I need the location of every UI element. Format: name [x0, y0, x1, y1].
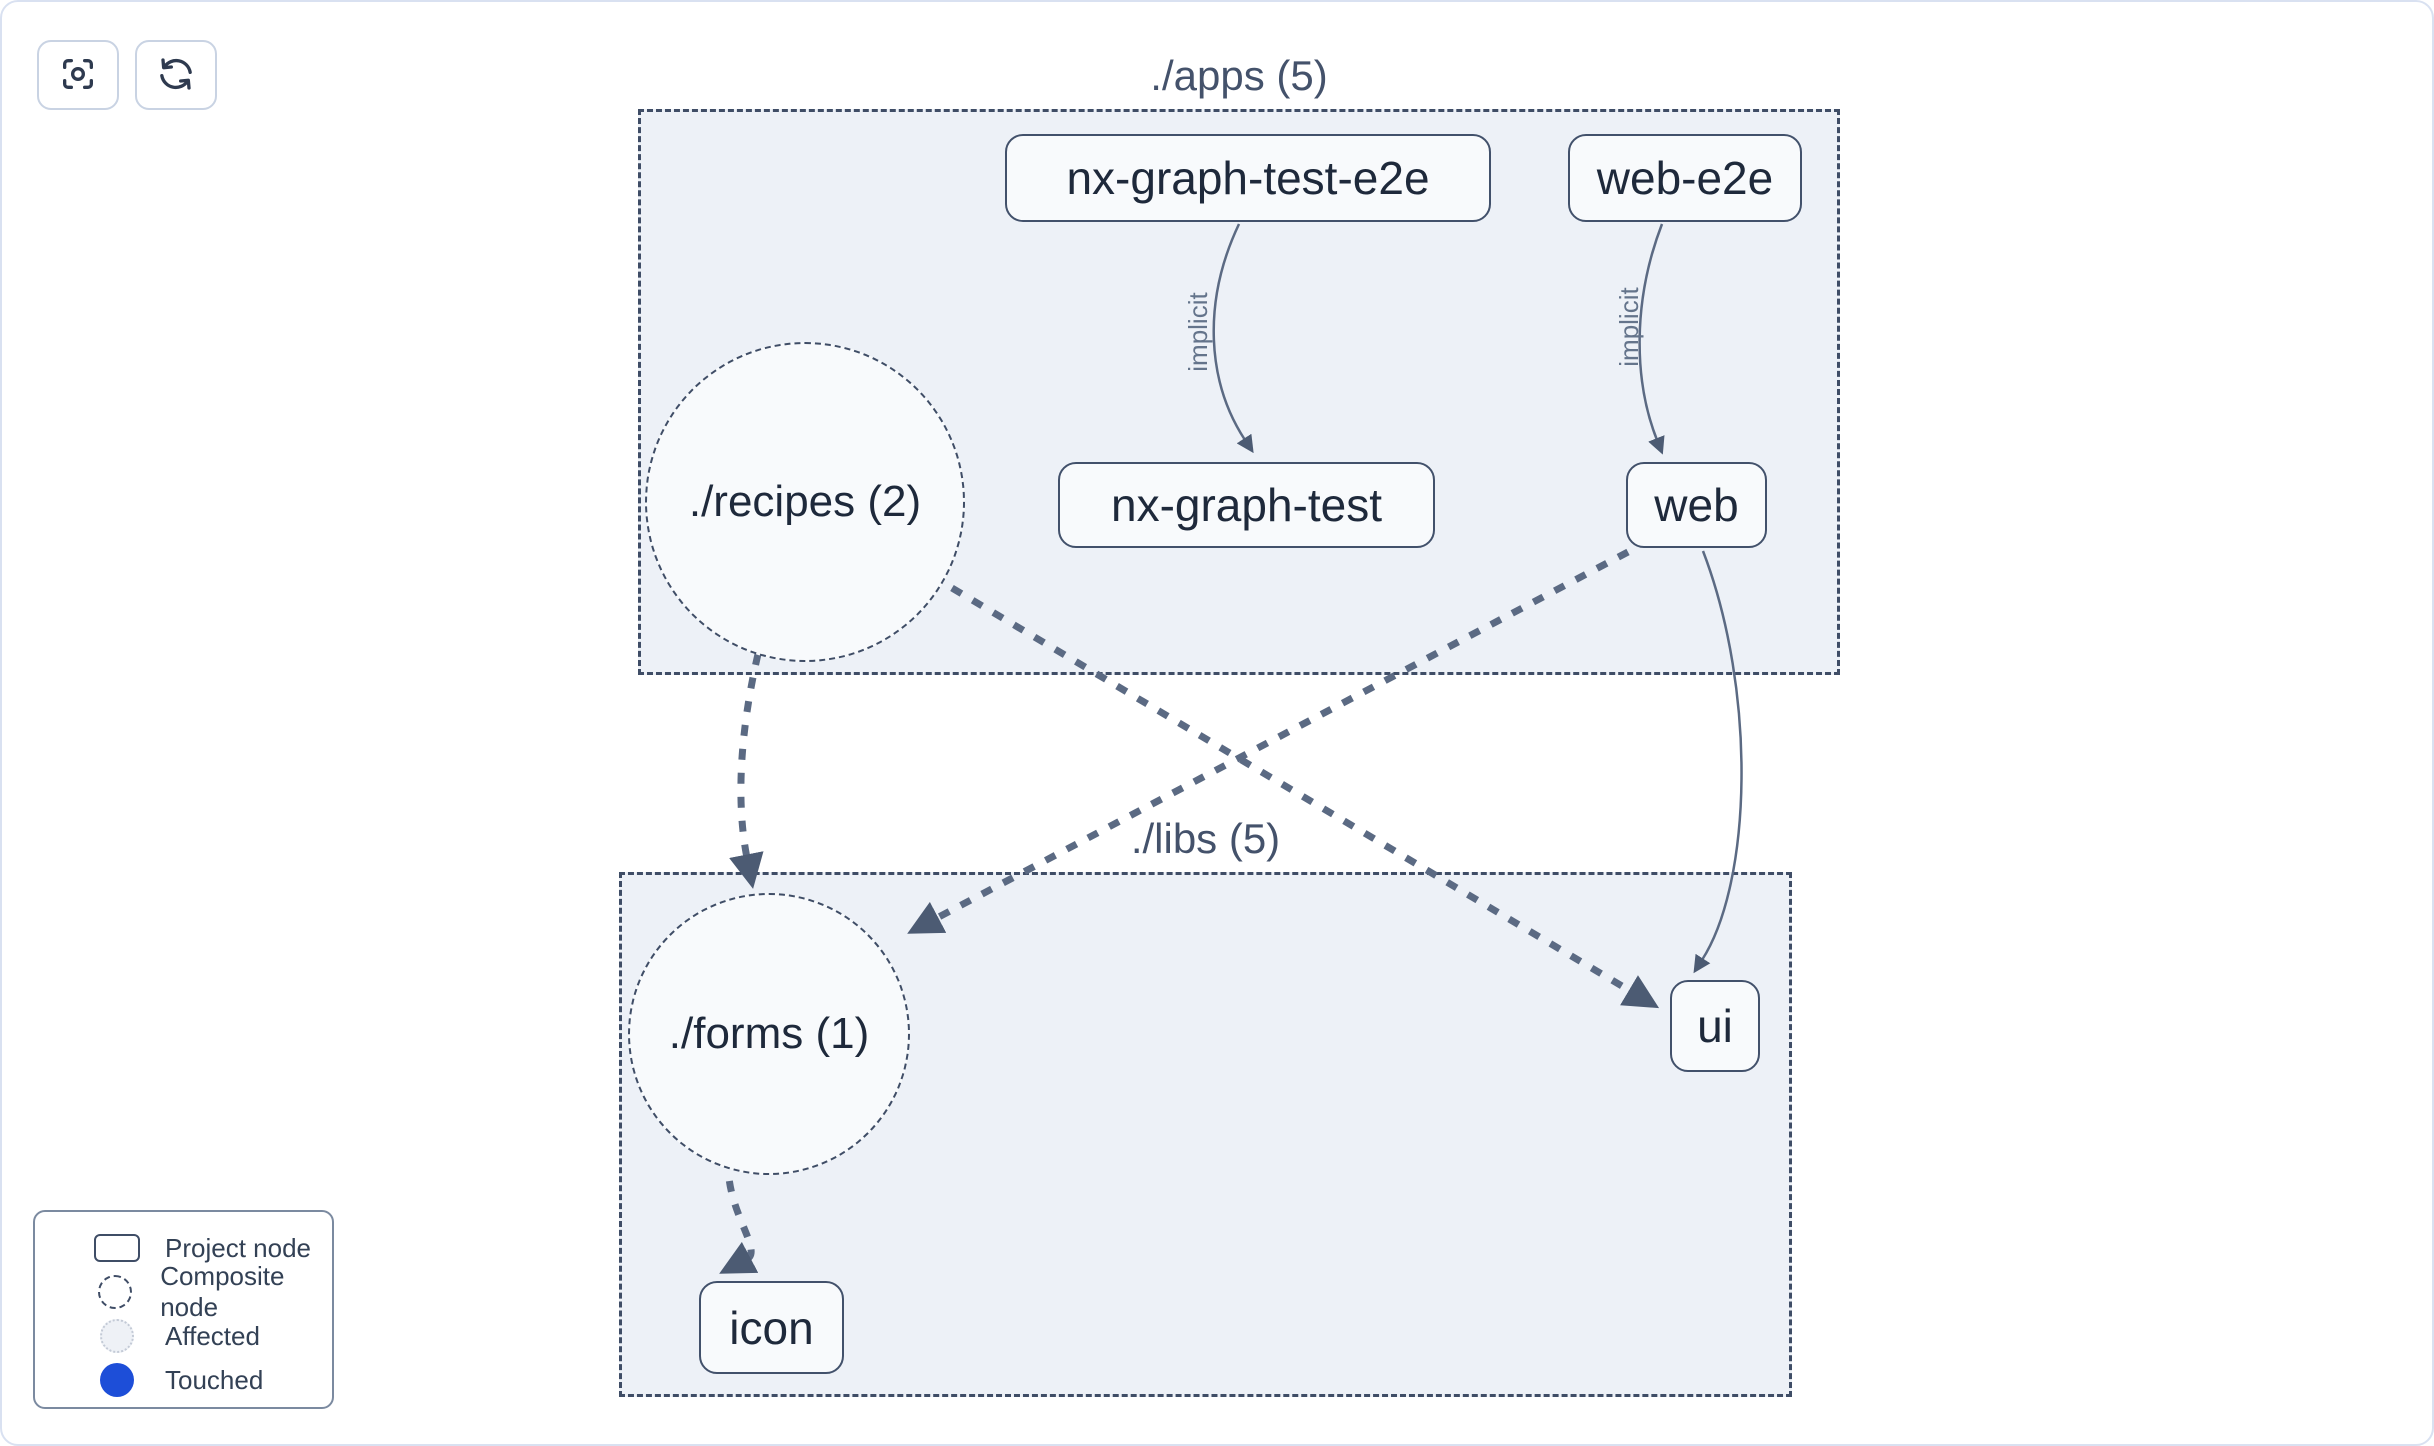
project-node-web-e2e[interactable]: web-e2e — [1568, 134, 1802, 222]
project-node-web[interactable]: web — [1626, 462, 1767, 548]
legend-panel: Project node Composite node Affected Tou… — [33, 1210, 334, 1409]
project-node-icon[interactable]: icon — [699, 1281, 844, 1374]
focus-icon — [58, 54, 98, 97]
composite-node-swatch — [91, 1275, 138, 1309]
graph-toolbar — [37, 40, 217, 110]
edge-web-e2e-to-web[interactable] — [1638, 223, 1665, 455]
edge-web-to-ui[interactable] — [1693, 550, 1743, 974]
composite-node-forms[interactable]: ./forms (1) — [628, 893, 910, 1175]
touched-swatch — [91, 1363, 143, 1397]
legend-label: Affected — [165, 1320, 260, 1351]
project-node-icon-label: icon — [729, 1301, 814, 1354]
edge-web-to-forms[interactable] — [907, 548, 1630, 934]
legend-label: Touched — [165, 1364, 264, 1395]
project-node-swatch — [91, 1234, 143, 1262]
group-libs-label: ./libs (5) — [1130, 815, 1281, 862]
edge-label-implicit-1: implicit — [1183, 292, 1213, 372]
project-node-web-label: web — [1654, 479, 1739, 531]
legend-label: Project node — [165, 1232, 311, 1263]
edge-recipes-to-ui[interactable] — [950, 584, 1660, 1009]
affected-swatch — [91, 1319, 143, 1353]
refresh-icon — [156, 54, 196, 97]
legend-item-composite-node: Composite node — [35, 1261, 332, 1322]
project-node-nx-graph-test[interactable]: nx-graph-test — [1058, 462, 1435, 548]
legend-label: Composite node — [160, 1261, 285, 1322]
project-node-nx-graph-test-e2e-label: nx-graph-test-e2e — [1066, 152, 1430, 204]
project-node-web-e2e-label: web-e2e — [1596, 152, 1774, 204]
edge-label-implicit-2: implicit — [1614, 287, 1644, 367]
legend-item-affected: Affected — [35, 1314, 332, 1358]
group-apps-label: ./apps (5) — [1150, 52, 1328, 99]
legend-item-project-node: Project node — [35, 1226, 332, 1270]
project-node-nx-graph-test-label: nx-graph-test — [1110, 479, 1382, 531]
edge-recipes-to-forms[interactable] — [729, 653, 764, 889]
composite-node-recipes-label: ./recipes (2) — [688, 477, 922, 526]
project-node-nx-graph-test-e2e[interactable]: nx-graph-test-e2e — [1005, 134, 1491, 222]
refresh-button[interactable] — [135, 40, 217, 110]
composite-node-forms-label: ./forms (1) — [668, 1009, 870, 1058]
composite-node-recipes[interactable]: ./recipes (2) — [645, 342, 965, 662]
edge-forms-to-icon[interactable] — [719, 1156, 759, 1274]
focus-button[interactable] — [37, 40, 119, 110]
edge-nx-graph-test-e2e-to-nx-graph-test[interactable] — [1212, 223, 1254, 454]
legend-item-touched: Touched — [35, 1358, 332, 1402]
project-node-ui[interactable]: ui — [1670, 980, 1760, 1072]
project-node-ui-label: ui — [1697, 1000, 1733, 1052]
